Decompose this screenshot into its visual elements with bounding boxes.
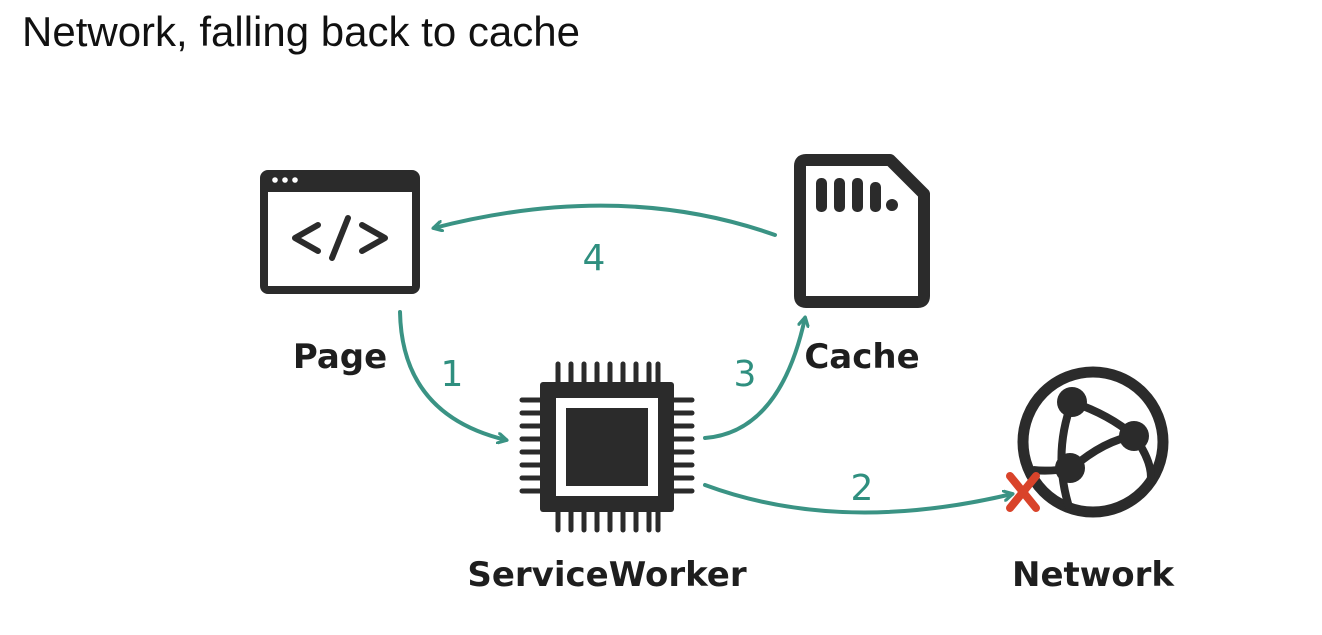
arrow-step-2: [703, 483, 1012, 515]
code-window-icon: [260, 170, 420, 294]
cross-mark-icon: [1006, 472, 1040, 512]
arrow-step-3: [703, 318, 805, 440]
chip-icon: [519, 361, 695, 533]
step-1-label: 1: [441, 354, 464, 395]
arrow-step-4: [434, 203, 777, 237]
page-label: Page: [293, 337, 387, 377]
globe-network-icon: [1017, 366, 1169, 518]
step-3-label: 3: [734, 354, 757, 395]
cache-label: Cache: [804, 337, 919, 377]
step-2-label: 2: [851, 468, 874, 509]
slide-title: Network, falling back to cache: [22, 8, 580, 55]
arrow-step-1: [398, 310, 506, 440]
step-4-label: 4: [583, 238, 606, 279]
service-worker-label: ServiceWorker: [467, 555, 747, 595]
network-label: Network: [1012, 555, 1175, 595]
sd-card-icon: [794, 154, 930, 308]
